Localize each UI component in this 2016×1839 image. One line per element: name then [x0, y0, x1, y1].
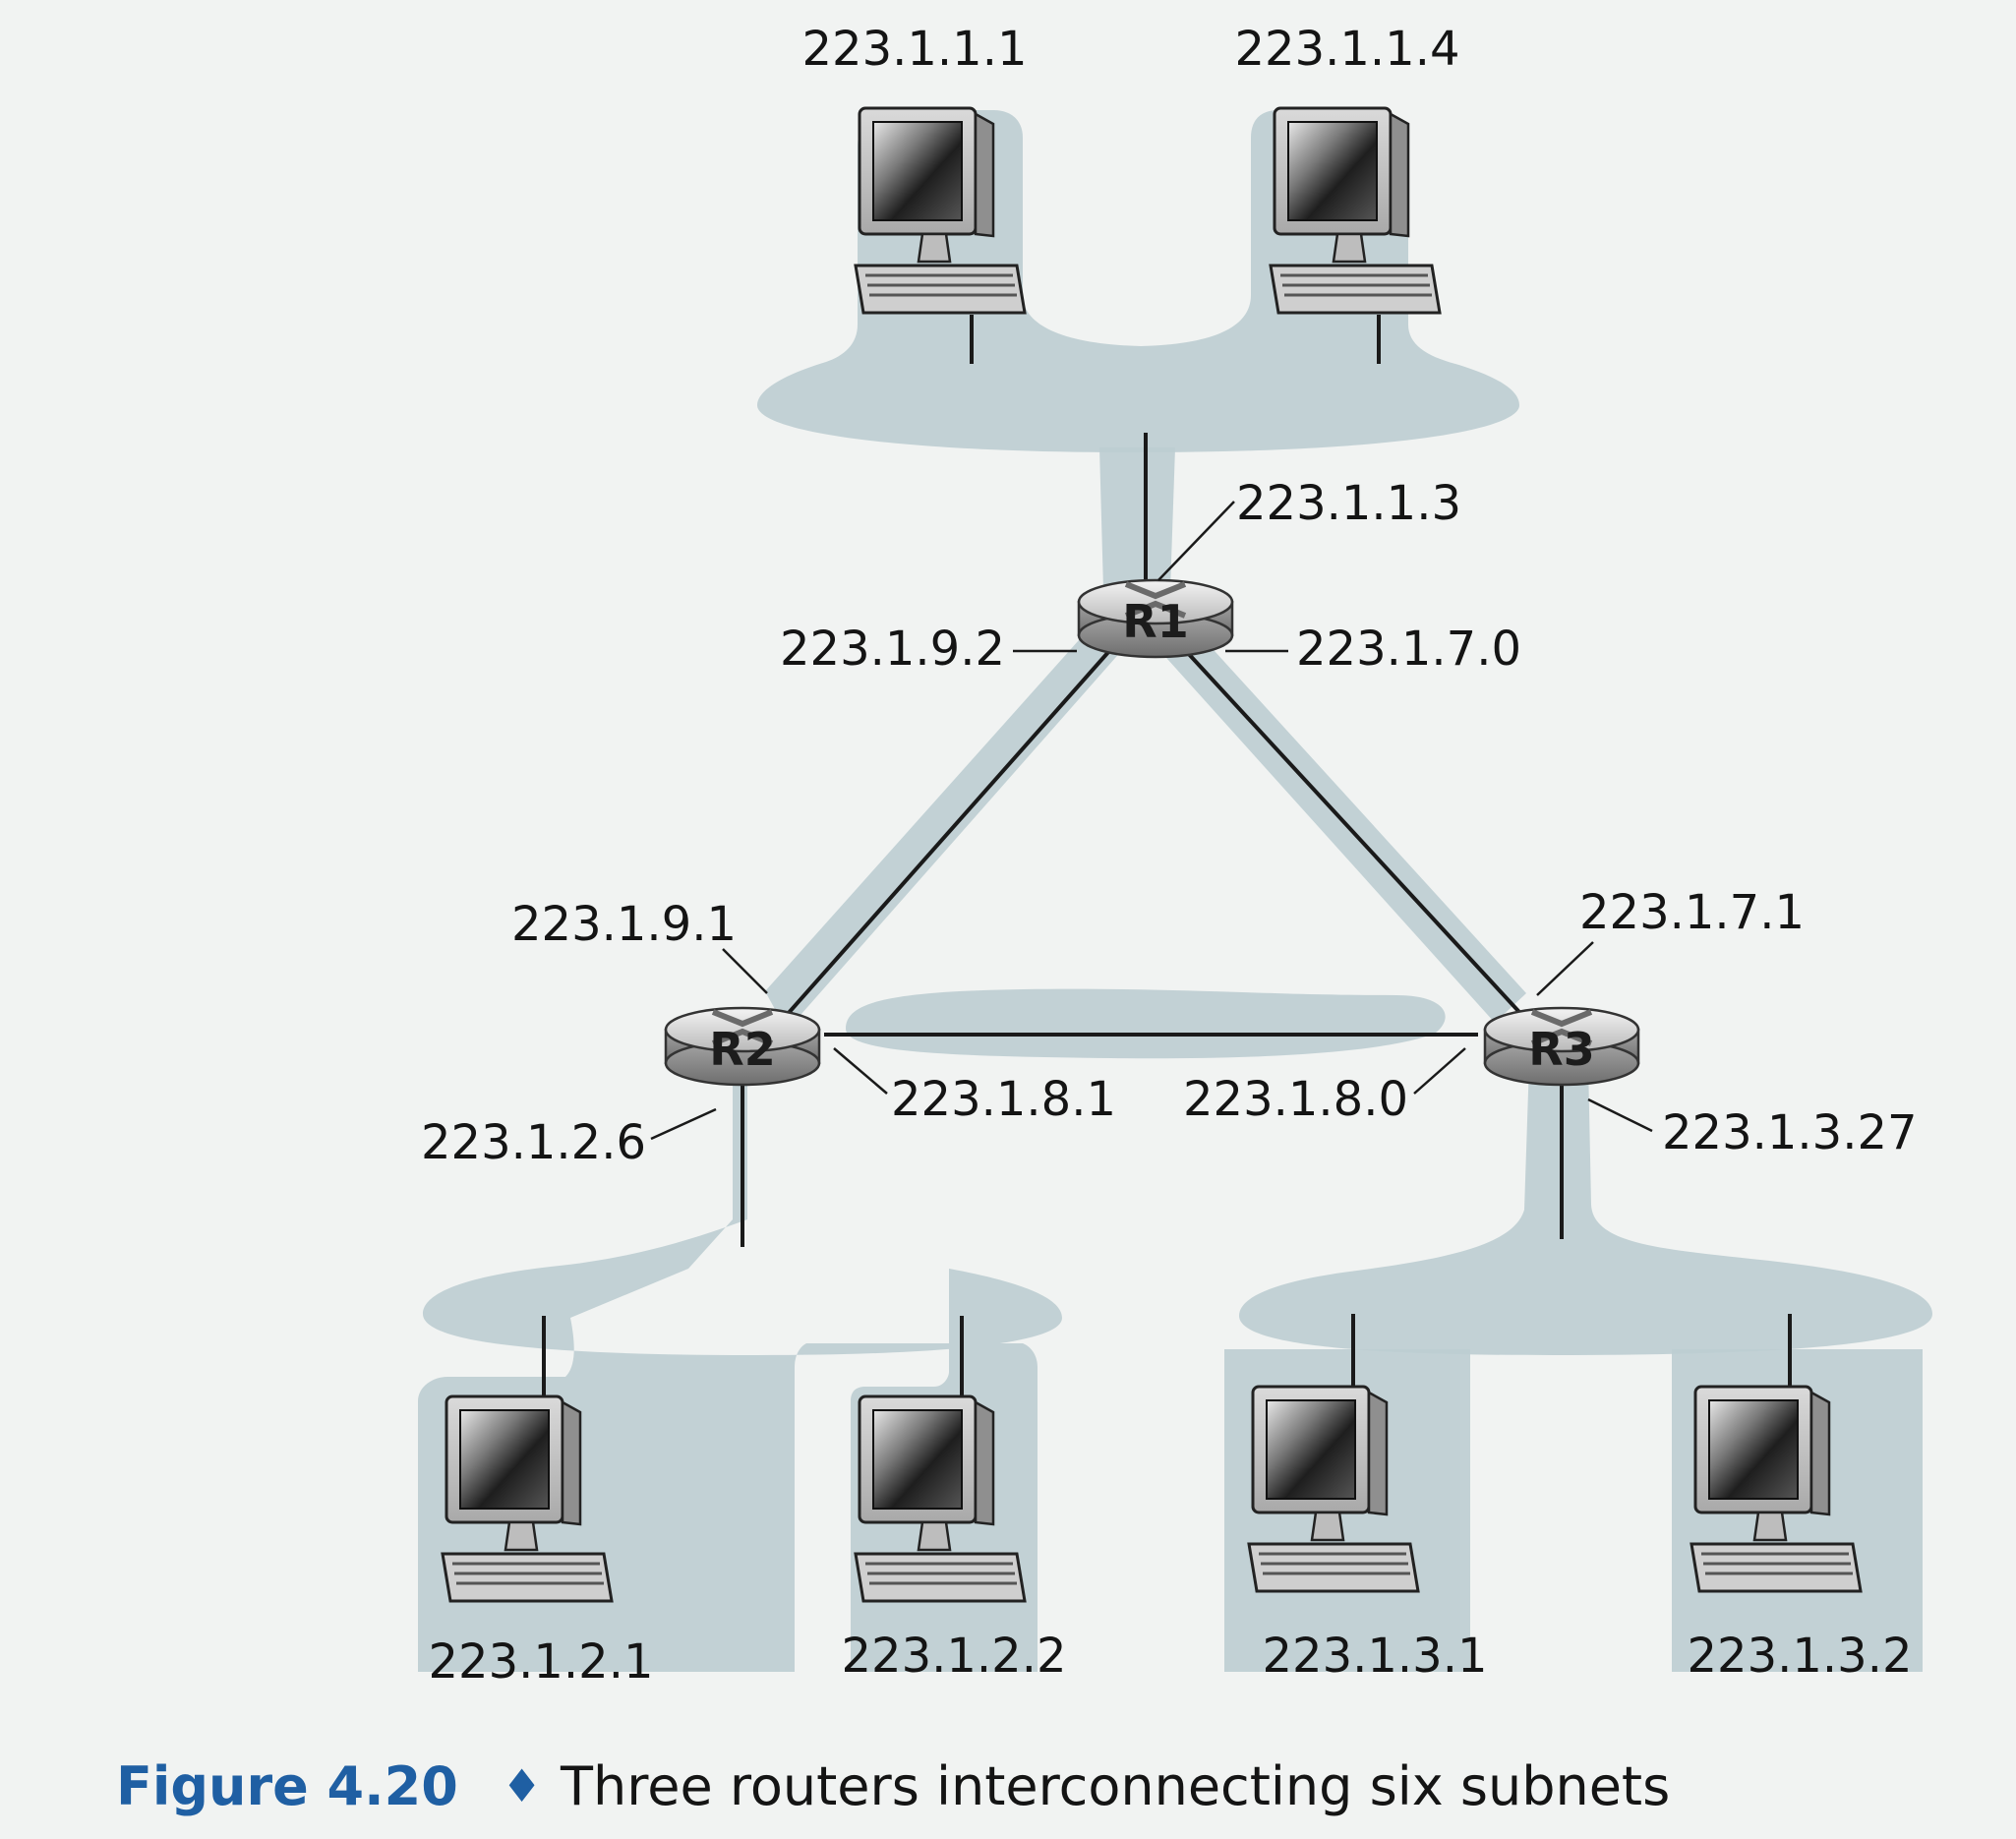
router-label: R2 [709, 1023, 775, 1076]
leader-223-1-9-1 [722, 948, 768, 994]
leader-223-1-8-1 [833, 1047, 888, 1095]
subnet-r1-r2-link [765, 631, 1123, 1031]
routers: R1 R2 R3 [666, 580, 1638, 1085]
leader-223-1-8-0 [1413, 1047, 1466, 1095]
interface-label-r2-subnet2: 223.1.2.6 [421, 1115, 646, 1170]
caption-separator: ♦ [502, 1759, 542, 1812]
host-labels: 223.1.1.1 223.1.1.4 223.1.2.1 223.1.2.2 … [428, 22, 1912, 1690]
host-address-label: 223.1.1.4 [1234, 22, 1459, 77]
leader-223-1-1-3 [1157, 501, 1235, 581]
host-address-label: 223.1.1.1 [801, 22, 1027, 77]
subnet-1-stem [1099, 447, 1175, 590]
router-label: R3 [1528, 1023, 1594, 1076]
interface-label-r2-to-r1: 223.1.9.1 [511, 897, 737, 952]
interface-labels: 223.1.1.3 223.1.9.2 223.1.7.0 223.1.9.1 … [421, 476, 1918, 1170]
wire-r1-r2 [778, 649, 1111, 1025]
host-address-label: 223.1.2.1 [428, 1634, 653, 1690]
leader-223-1-2-6 [650, 1107, 717, 1141]
subnet-r1-r3-link [1158, 629, 1526, 1023]
leader-lines [650, 501, 1653, 1141]
host-address-label: 223.1.2.2 [841, 1629, 1066, 1684]
router-r1: R1 [1079, 580, 1232, 657]
interface-label-r3-subnet3: 223.1.3.27 [1662, 1105, 1918, 1160]
leader-223-1-3-27 [1587, 1097, 1653, 1133]
host-address-label: 223.1.3.2 [1687, 1629, 1912, 1684]
caption-text: Three routers interconnecting six subnet… [560, 1755, 1670, 1817]
desktop-computer-icon [1269, 106, 1442, 315]
interface-label-r1-to-r3: 223.1.7.0 [1296, 622, 1521, 677]
interface-label-r2-to-r3: 223.1.8.1 [891, 1072, 1116, 1127]
router-label: R1 [1122, 595, 1188, 648]
router-r3: R3 [1485, 1008, 1638, 1085]
host-address-label: 223.1.3.1 [1262, 1629, 1487, 1684]
figure-number: Figure 4.20 [116, 1755, 458, 1817]
wire-r1-r3 [1184, 649, 1531, 1025]
interface-label-r3-to-r1: 223.1.7.1 [1579, 885, 1805, 940]
interface-label-r1-to-r2: 223.1.9.2 [780, 622, 1005, 677]
leader-223-1-7-1 [1536, 941, 1594, 996]
router-r2: R2 [666, 1008, 819, 1085]
subnet-r2-r3-link [846, 988, 1446, 1059]
interface-label-r3-to-r2: 223.1.8.0 [1183, 1072, 1408, 1127]
interface-label-r1-subnet1: 223.1.1.3 [1236, 476, 1461, 531]
figure-caption: Figure 4.20 ♦ Three routers interconnect… [116, 1755, 1670, 1817]
subnet-3-region [1239, 1062, 1932, 1355]
